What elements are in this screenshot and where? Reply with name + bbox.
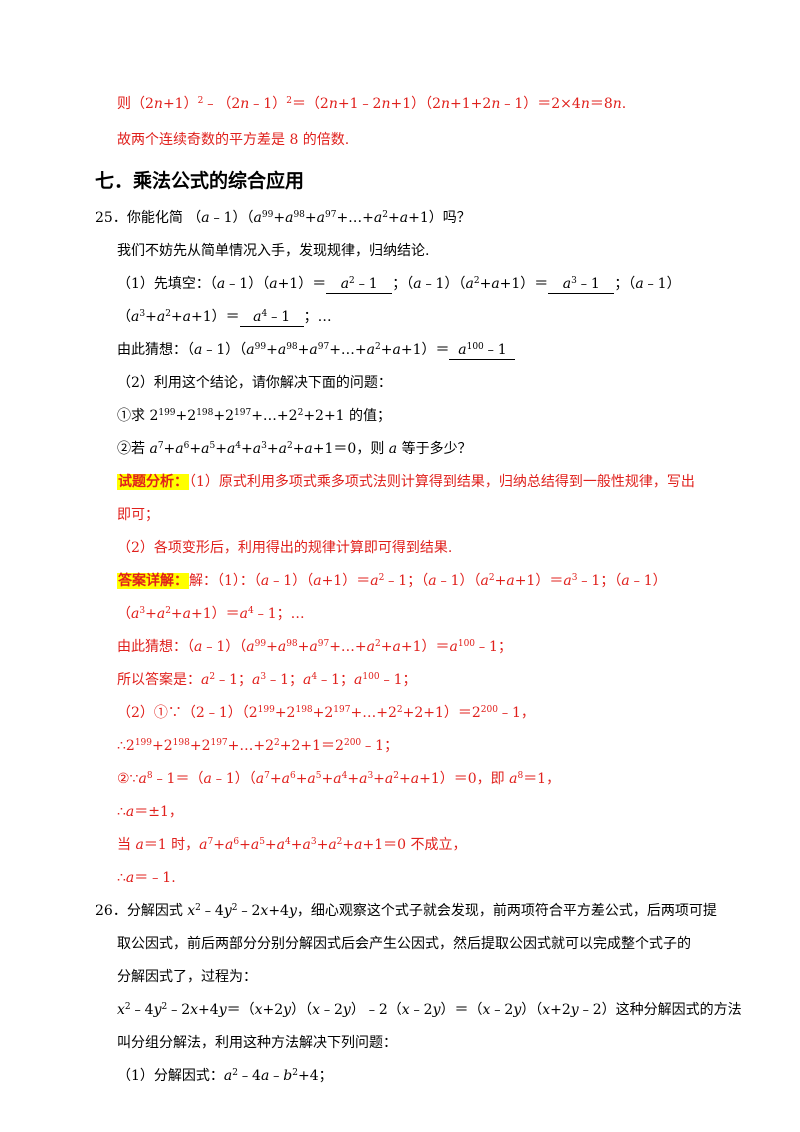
proof-conclusion-equation: 则（2n+1）2﹣（2n﹣1）2＝（2n+1﹣2n+1）（2n+1+2n﹣1）＝… [117, 96, 627, 112]
question-25-title: 25．你能化简 （a﹣1）（a99+a98+a97+…+a2+a+1）吗？ [95, 210, 471, 226]
answer-line5: （2）①∵（2﹣1）（2199+2198+2197+…+22+2+1）＝2200… [117, 705, 535, 721]
answer-line3: 由此猜想：（a﹣1）（a99+a98+a97+…+a2+a+1）＝a100﹣1； [117, 639, 512, 655]
proof-conclusion-text: 故两个连续奇数的平方差是 8 的倍数. [117, 132, 350, 148]
answer-line9: 当 a＝1 时，a7+a6+a5+a4+a3+a2+a+1＝0 不成立， [117, 837, 467, 853]
answer-line8: ∴a＝±1， [117, 804, 183, 820]
answer-line6: ∴2199+2198+2197+…+22+2+1＝2200﹣1； [117, 738, 399, 754]
question-26-line4: x2﹣4y2﹣2x+4y＝（x+2y）（x﹣2y）﹣2（x﹣2y）＝（x﹣2y）… [117, 1002, 742, 1018]
question-25-conjecture: 由此猜想：（a﹣1）（a99+a98+a97+…+a2+a+1）＝a100﹣1 [117, 340, 516, 360]
answer-line7: ②∵a8﹣1＝（a﹣1）（a7+a6+a5+a4+a3+a2+a+1）＝0，即 … [117, 771, 561, 787]
question-25-part2-item1: ①求 2199+2198+2197+…+22+2+1 的值； [117, 408, 392, 424]
analysis-line2: 即可； [117, 507, 159, 523]
analysis-line3: （2）各项变形后，利用得出的规律计算即可得到结果. [117, 540, 453, 556]
question-26-line3: 分解因式了，过程为： [117, 969, 257, 985]
answer-line1: 答案详解：解：（1）：（a﹣1）（a+1）＝a2﹣1；（a﹣1）（a2+a+1）… [117, 573, 667, 589]
answer-line10: ∴a＝﹣1. [117, 870, 176, 886]
question-25-part1-line2: （a3+a2+a+1）＝a4﹣1；… [117, 309, 332, 327]
answer-line4: 所以答案是：a2﹣1；a3﹣1；a4﹣1；a100﹣1； [117, 672, 417, 688]
question-26-line5: 叫分组分解法，利用这种方法解决下列问题： [117, 1035, 397, 1051]
question-26-line1: 26．分解因式 x2﹣4y2﹣2x+4y，细心观察这个式子就会发现，前两项符合平… [95, 903, 717, 919]
question-25-intro: 我们不妨先从简单情况入手，发现规律，归纳结论. [117, 243, 430, 259]
section-heading: 七．乘法公式的综合应用 [95, 170, 305, 192]
question-25-part2-item2: ②若 a7+a6+a5+a4+a3+a2+a+1＝0，则 a 等于多少？ [117, 441, 472, 457]
question-26-part1: （1）分解因式：a2﹣4a﹣b2+4； [117, 1068, 333, 1084]
analysis-line1: 试题分析：（1）原式利用多项式乘多项式法则计算得到结果，归纳总结得到一般性规律，… [117, 474, 695, 490]
question-25-part1-line1: （1）先填空：（a﹣1）（a+1）＝a2﹣1；（a﹣1）（a2+a+1）＝a3﹣… [117, 276, 681, 294]
question-26-line2: 取公因式，前后两部分分别分解因式后会产生公因式，然后提取公因式就可以完成整个式子… [117, 936, 691, 952]
question-25-part2: （2）利用这个结论，请你解决下面的问题： [117, 375, 392, 391]
answer-line2: （a3+a2+a+1）＝a4﹣1；… [117, 606, 305, 622]
